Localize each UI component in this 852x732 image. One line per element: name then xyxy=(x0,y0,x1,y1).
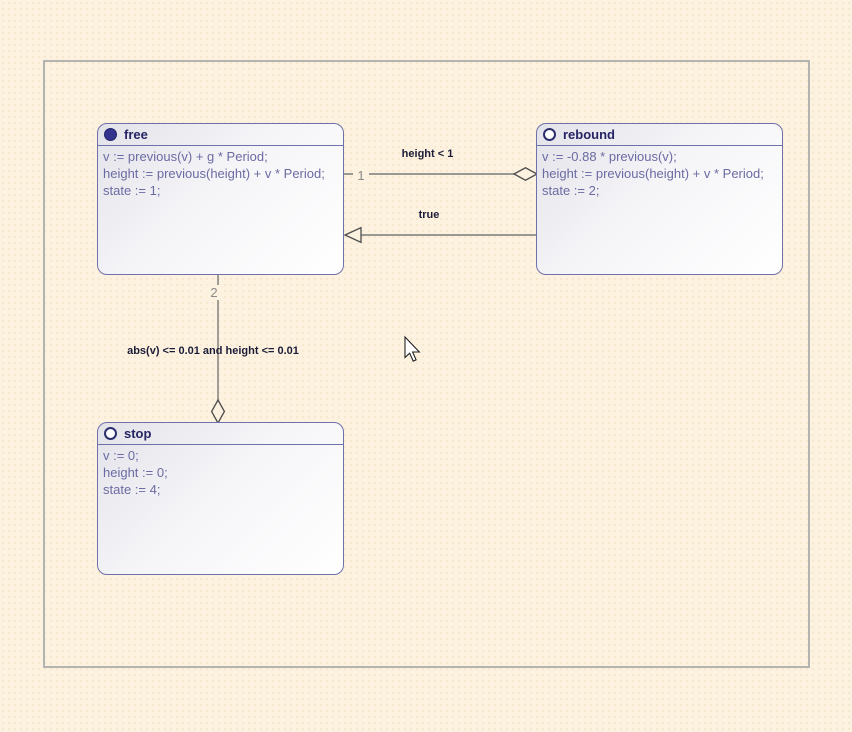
code-line: v := -0.88 * previous(v); xyxy=(542,149,677,164)
state-title: rebound xyxy=(563,127,615,142)
state-rebound[interactable]: rebound v := -0.88 * previous(v); height… xyxy=(536,123,783,275)
state-stop-body: v := 0; height := 0; state := 4; xyxy=(98,445,343,498)
diagram-canvas[interactable] xyxy=(43,60,810,668)
code-line: state := 4; xyxy=(103,482,161,497)
transition-priority-number: 2 xyxy=(206,285,222,300)
transition-condition-label[interactable]: abs(v) <= 0.01 and height <= 0.01 xyxy=(127,345,299,357)
code-line: height := previous(height) + v * Period; xyxy=(103,166,325,181)
code-line: v := 0; xyxy=(103,448,139,463)
code-line: height := 0; xyxy=(103,465,168,480)
code-line: state := 1; xyxy=(103,183,161,198)
state-stop[interactable]: stop v := 0; height := 0; state := 4; xyxy=(97,422,344,575)
state-free-header: free xyxy=(98,124,343,146)
state-stop-header: stop xyxy=(98,423,343,445)
state-rebound-body: v := -0.88 * previous(v); height := prev… xyxy=(537,146,782,199)
state-free[interactable]: free v := previous(v) + g * Period; heig… xyxy=(97,123,344,275)
code-line: v := previous(v) + g * Period; xyxy=(103,149,268,164)
transition-priority-number: 1 xyxy=(353,168,369,183)
transition-condition-label[interactable]: true xyxy=(418,209,440,221)
state-title: free xyxy=(124,127,148,142)
state-rebound-header: rebound xyxy=(537,124,782,146)
state-title: stop xyxy=(124,426,152,441)
code-line: state := 2; xyxy=(542,183,600,198)
state-free-body: v := previous(v) + g * Period; height :=… xyxy=(98,146,343,199)
open-circle-state-icon xyxy=(543,128,556,141)
filled-circle-state-icon xyxy=(104,128,117,141)
transition-condition-label[interactable]: height < 1 xyxy=(401,148,454,160)
open-circle-state-icon xyxy=(104,427,117,440)
code-line: height := previous(height) + v * Period; xyxy=(542,166,764,181)
